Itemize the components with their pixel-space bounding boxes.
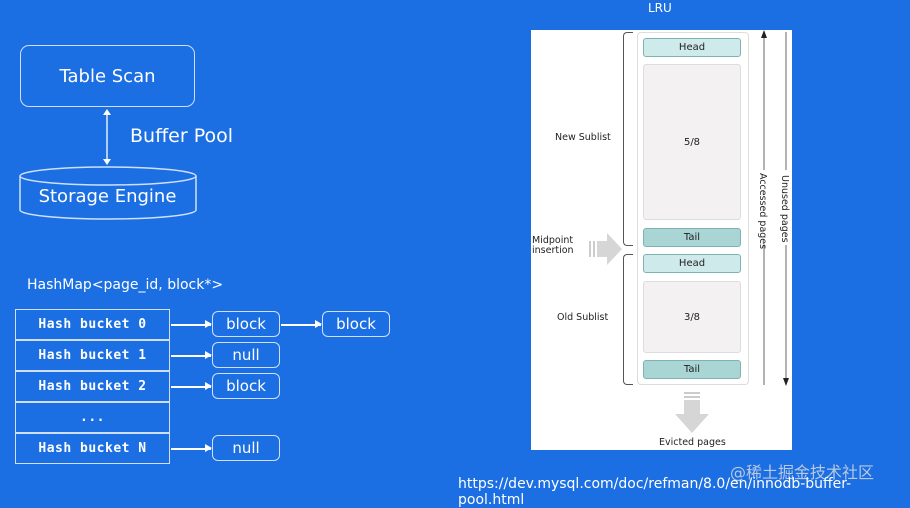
old-sublist-fraction: 3/8: [643, 281, 741, 353]
block-node: block: [212, 373, 280, 399]
unused-pages-label: Unused pages: [779, 175, 790, 243]
hashmap-title: HashMap<page_id, block*>: [27, 277, 224, 293]
block-node: block: [322, 311, 390, 337]
midpoint-line1: Midpoint: [532, 235, 574, 246]
lru-container: [637, 32, 749, 385]
hash-bucket-row: Hash bucket 2: [15, 371, 170, 402]
midpoint-arrow-icon: [589, 233, 622, 265]
source-url[interactable]: https://dev.mysql.com/doc/refman/8.0/en/…: [458, 476, 852, 508]
new-sublist-brace: [623, 32, 633, 246]
hash-bucket-row: Hash bucket N: [15, 433, 170, 464]
evicted-arrow-icon: [675, 392, 709, 433]
accessed-unused-arrows: [758, 30, 791, 386]
new-sublist-label: New Sublist: [555, 132, 611, 143]
lru-title: LRU: [648, 1, 672, 15]
new-tail: Tail: [643, 228, 741, 247]
table-scan-box: Table Scan: [20, 45, 195, 107]
hash-bucket-row: Hash bucket 1: [15, 340, 170, 371]
watermark: @稀土掘金技术社区: [730, 463, 875, 482]
buffer-pool-label: Buffer Pool: [130, 125, 234, 147]
accessed-pages-label: Accessed pages: [757, 173, 768, 250]
double-arrow: [103, 109, 111, 165]
old-head: Head: [643, 254, 741, 273]
old-tail: Tail: [643, 360, 741, 379]
null-node: null: [212, 435, 280, 461]
block-node: block: [212, 311, 280, 337]
old-sublist-label: Old Sublist: [557, 312, 609, 323]
pointer-arrow: [171, 383, 212, 389]
new-sublist-fraction: 5/8: [643, 64, 741, 220]
lru-diagram: Head 5/8 Tail Head 3/8 Tail New Sublist …: [531, 30, 792, 450]
new-head: Head: [643, 38, 741, 57]
old-sublist-brace: [623, 254, 633, 385]
pointer-arrow: [171, 352, 212, 358]
pointer-arrow: [281, 321, 322, 327]
evicted-pages-label: Evicted pages: [659, 437, 726, 448]
null-node: null: [212, 342, 280, 368]
pointer-arrow: [171, 445, 212, 451]
table-scan-label: Table Scan: [59, 65, 156, 87]
midpoint-line2: insertion: [532, 245, 574, 256]
pointer-arrow: [171, 321, 212, 327]
storage-engine-label: Storage Engine: [38, 186, 177, 207]
hash-bucket-row: ...: [15, 402, 170, 433]
hash-bucket-row: Hash bucket 0: [15, 309, 170, 340]
storage-engine-cylinder: [19, 166, 197, 220]
